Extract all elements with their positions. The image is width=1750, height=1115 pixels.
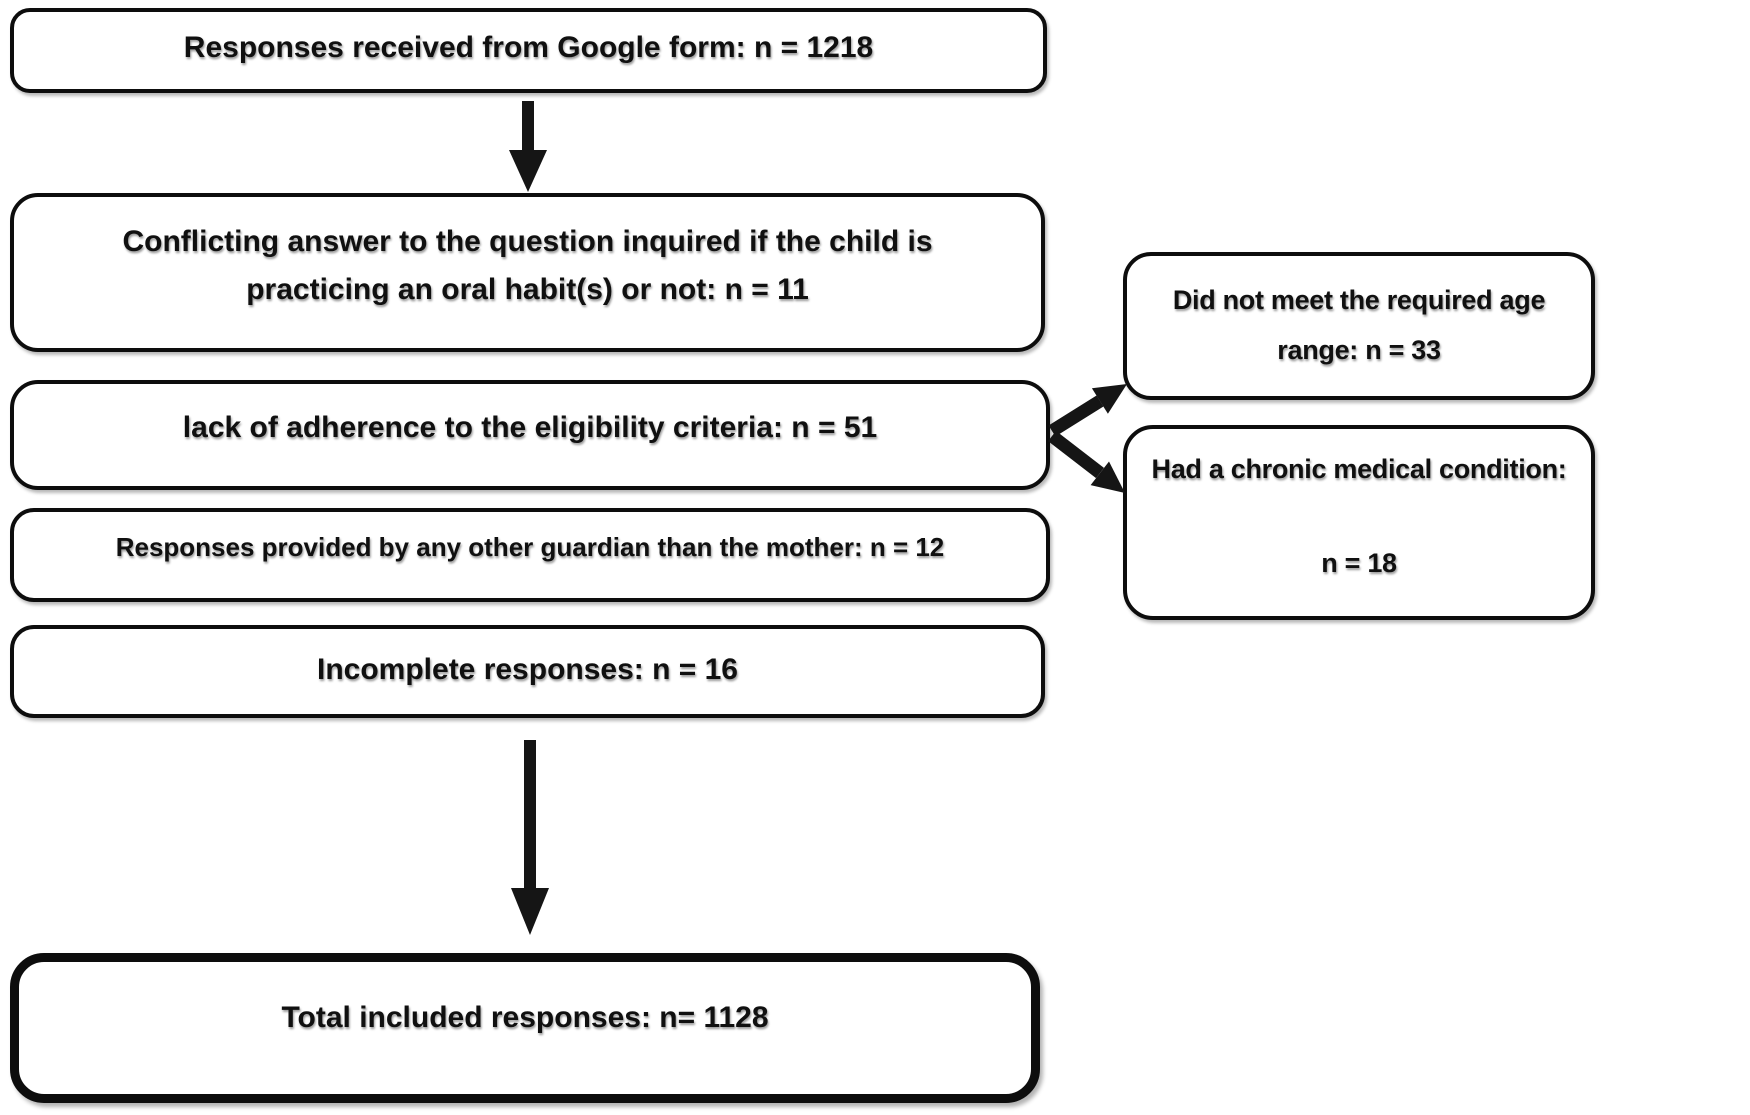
node-conflicting-answer: Conflicting answer to the question inqui… <box>10 193 1045 352</box>
arrow-received-to-conflicting-icon <box>509 101 547 192</box>
node-eligibility-criteria-label: lack of adherence to the eligibility cri… <box>182 411 878 444</box>
node-eligibility-criteria: lack of adherence to the eligibility cri… <box>10 380 1050 490</box>
arrow-incomplete-to-total-icon <box>511 740 549 935</box>
node-conflicting-answer-line1: Conflicting answer to the question inqui… <box>122 224 933 258</box>
node-age-range-exclusion-line1: Did not meet the required age <box>1172 285 1546 315</box>
node-incomplete-responses-label: Incomplete responses: n = 16 <box>317 652 738 686</box>
node-other-guardian: Responses provided by any other guardian… <box>10 508 1050 602</box>
node-conflicting-answer-line2: practicing an oral habit(s) or not: n = … <box>246 272 809 306</box>
node-total-included-label: Total included responses: n= 1128 <box>281 1001 769 1034</box>
arrow-eligibility-to-age-range-icon <box>1048 384 1127 437</box>
node-total-included: Total included responses: n= 1128 <box>10 953 1040 1103</box>
node-responses-received: Responses received from Google form: n =… <box>10 8 1047 93</box>
node-chronic-condition-exclusion: Had a chronic medical condition: n = 18 <box>1123 425 1595 620</box>
node-age-range-exclusion-line2: range: n = 33 <box>1277 335 1441 365</box>
node-age-range-exclusion: Did not meet the required age range: n =… <box>1123 252 1595 400</box>
node-other-guardian-label: Responses provided by any other guardian… <box>115 532 945 562</box>
node-chronic-condition-exclusion-line2: n = 18 <box>1321 547 1397 578</box>
node-responses-received-label: Responses received from Google form: n =… <box>183 30 874 64</box>
arrow-eligibility-to-chronic-icon <box>1048 430 1125 493</box>
node-incomplete-responses: Incomplete responses: n = 16 <box>10 625 1045 718</box>
node-chronic-condition-exclusion-line1: Had a chronic medical condition: <box>1151 453 1567 484</box>
